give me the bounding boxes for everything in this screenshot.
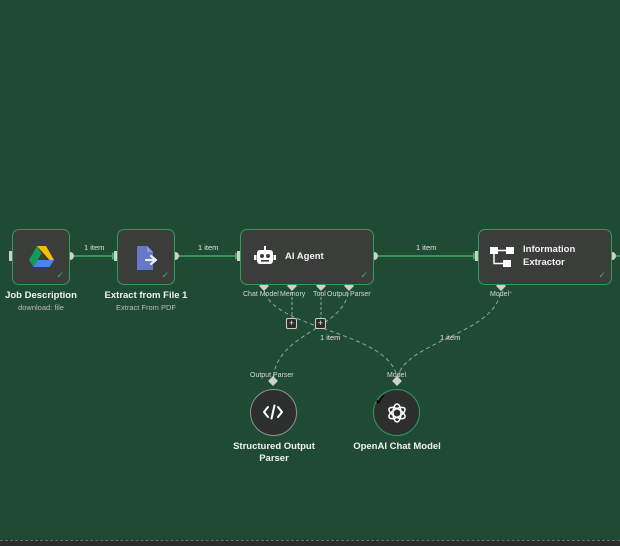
node-title-information-extractor-line2: Extractor bbox=[523, 257, 565, 268]
port-label-output-parser: Output Parser bbox=[327, 291, 371, 298]
node-title-ai-agent: AI Agent bbox=[285, 251, 324, 262]
success-check-icon: ✓ bbox=[374, 392, 388, 409]
wire-model-to-openai bbox=[396, 286, 502, 381]
success-check-icon: ✓ bbox=[360, 270, 368, 280]
add-memory-button[interactable]: + bbox=[286, 318, 297, 329]
edge-label-extract-agent: 1 item bbox=[198, 243, 219, 252]
success-check-icon: ✓ bbox=[161, 270, 169, 280]
code-brackets-icon bbox=[263, 404, 283, 420]
node-ai-agent[interactable]: AI Agent ✓ bbox=[240, 229, 374, 285]
edge-label-job-extract: 1 item bbox=[84, 243, 105, 252]
node-title-job-description: Job Description bbox=[5, 290, 77, 301]
node-title-information-extractor-line1: Information bbox=[523, 244, 576, 255]
node-subtitle-extract-from-file: Extract From PDF bbox=[115, 303, 176, 312]
robot-icon bbox=[254, 246, 276, 264]
node-structured-output-parser[interactable] bbox=[250, 389, 297, 436]
node-title-extract-from-file: Extract from File 1 bbox=[104, 290, 188, 301]
add-tool-button[interactable]: + bbox=[315, 318, 326, 329]
node-subtitle-job-description: download: file bbox=[18, 303, 64, 312]
node-title-structured-output-parser-line1: Structured Output bbox=[233, 441, 315, 452]
port-label-tool: Tool bbox=[313, 291, 326, 298]
edge-label-agent-subnodes: 1 item bbox=[320, 333, 341, 342]
port-label-model: Model* bbox=[490, 291, 512, 298]
flow-chart-icon bbox=[490, 247, 514, 267]
node-title-structured-output-parser-line2: Parser bbox=[259, 453, 289, 464]
node-openai-chat-model[interactable]: ✓ bbox=[373, 389, 420, 436]
google-drive-icon bbox=[29, 246, 54, 267]
port-label-structured-output-parser: Output Parser bbox=[250, 372, 294, 379]
port-label-memory: Memory bbox=[280, 291, 306, 298]
success-check-icon: ✓ bbox=[56, 270, 64, 280]
edge-label-extractor-model: 1 item bbox=[440, 333, 461, 342]
openai-icon bbox=[388, 403, 406, 423]
node-title-openai-chat-model: OpenAI Chat Model bbox=[353, 441, 441, 452]
bottom-panel-edge bbox=[0, 540, 620, 546]
required-mark: * bbox=[509, 291, 512, 298]
port-label-openai-model: Model bbox=[387, 372, 407, 379]
node-job-description[interactable]: ✓ bbox=[12, 229, 70, 285]
node-extract-from-file[interactable]: ✓ bbox=[117, 229, 175, 285]
edge-label-agent-extractor: 1 item bbox=[416, 243, 437, 252]
node-information-extractor[interactable]: Information Extractor ✓ bbox=[478, 229, 612, 285]
success-check-icon: ✓ bbox=[598, 270, 606, 280]
wire-chatmodel-to-openai bbox=[263, 285, 398, 381]
file-export-icon bbox=[137, 246, 158, 270]
port-label-chat-model: Chat Model bbox=[243, 291, 279, 298]
